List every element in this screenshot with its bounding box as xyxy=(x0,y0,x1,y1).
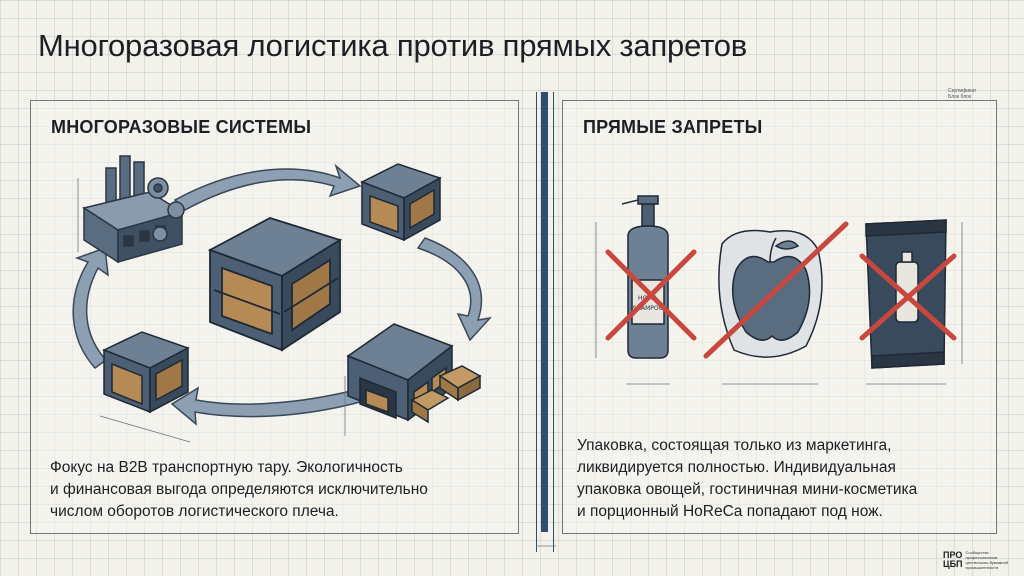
direct-bans-heading: ПРЯМЫЕ ЗАПРЕТЫ xyxy=(583,117,763,137)
section-divider xyxy=(541,92,548,532)
shampoo-bottle-icon xyxy=(621,195,669,359)
crate-icon xyxy=(360,163,442,242)
corner-note: Сертификат Блок блок xyxy=(948,88,977,100)
crate-icon xyxy=(207,217,343,352)
logo-text: Сообщество профессионалов целлюлозно-бум… xyxy=(965,550,1009,570)
divider-line xyxy=(553,92,554,552)
warehouse-icon xyxy=(346,323,482,424)
direct-bans-description: Упаковка, состоящая только из маркетинга… xyxy=(577,437,918,520)
crate-icon xyxy=(102,331,190,414)
logo: ПРО ЦБП Сообщество профессионалов целлюл… xyxy=(943,550,1016,570)
reusable-systems-heading: МНОГОРАЗОВЫЕ СИСТЕМЫ xyxy=(51,117,312,137)
page-title: Многоразовая логистика против прямых зап… xyxy=(38,28,748,63)
logo-mark: ПРО ЦБП xyxy=(943,550,963,569)
bottle-label-line2: SHAMPOO xyxy=(633,305,664,312)
cross-out-icon xyxy=(605,221,957,359)
reusable-systems-description: Фокус на B2B транспортную тару. Экологич… xyxy=(50,459,428,520)
cycle-arrows-icon xyxy=(72,163,493,426)
divider-line xyxy=(536,92,537,552)
factory-icon xyxy=(82,155,185,264)
